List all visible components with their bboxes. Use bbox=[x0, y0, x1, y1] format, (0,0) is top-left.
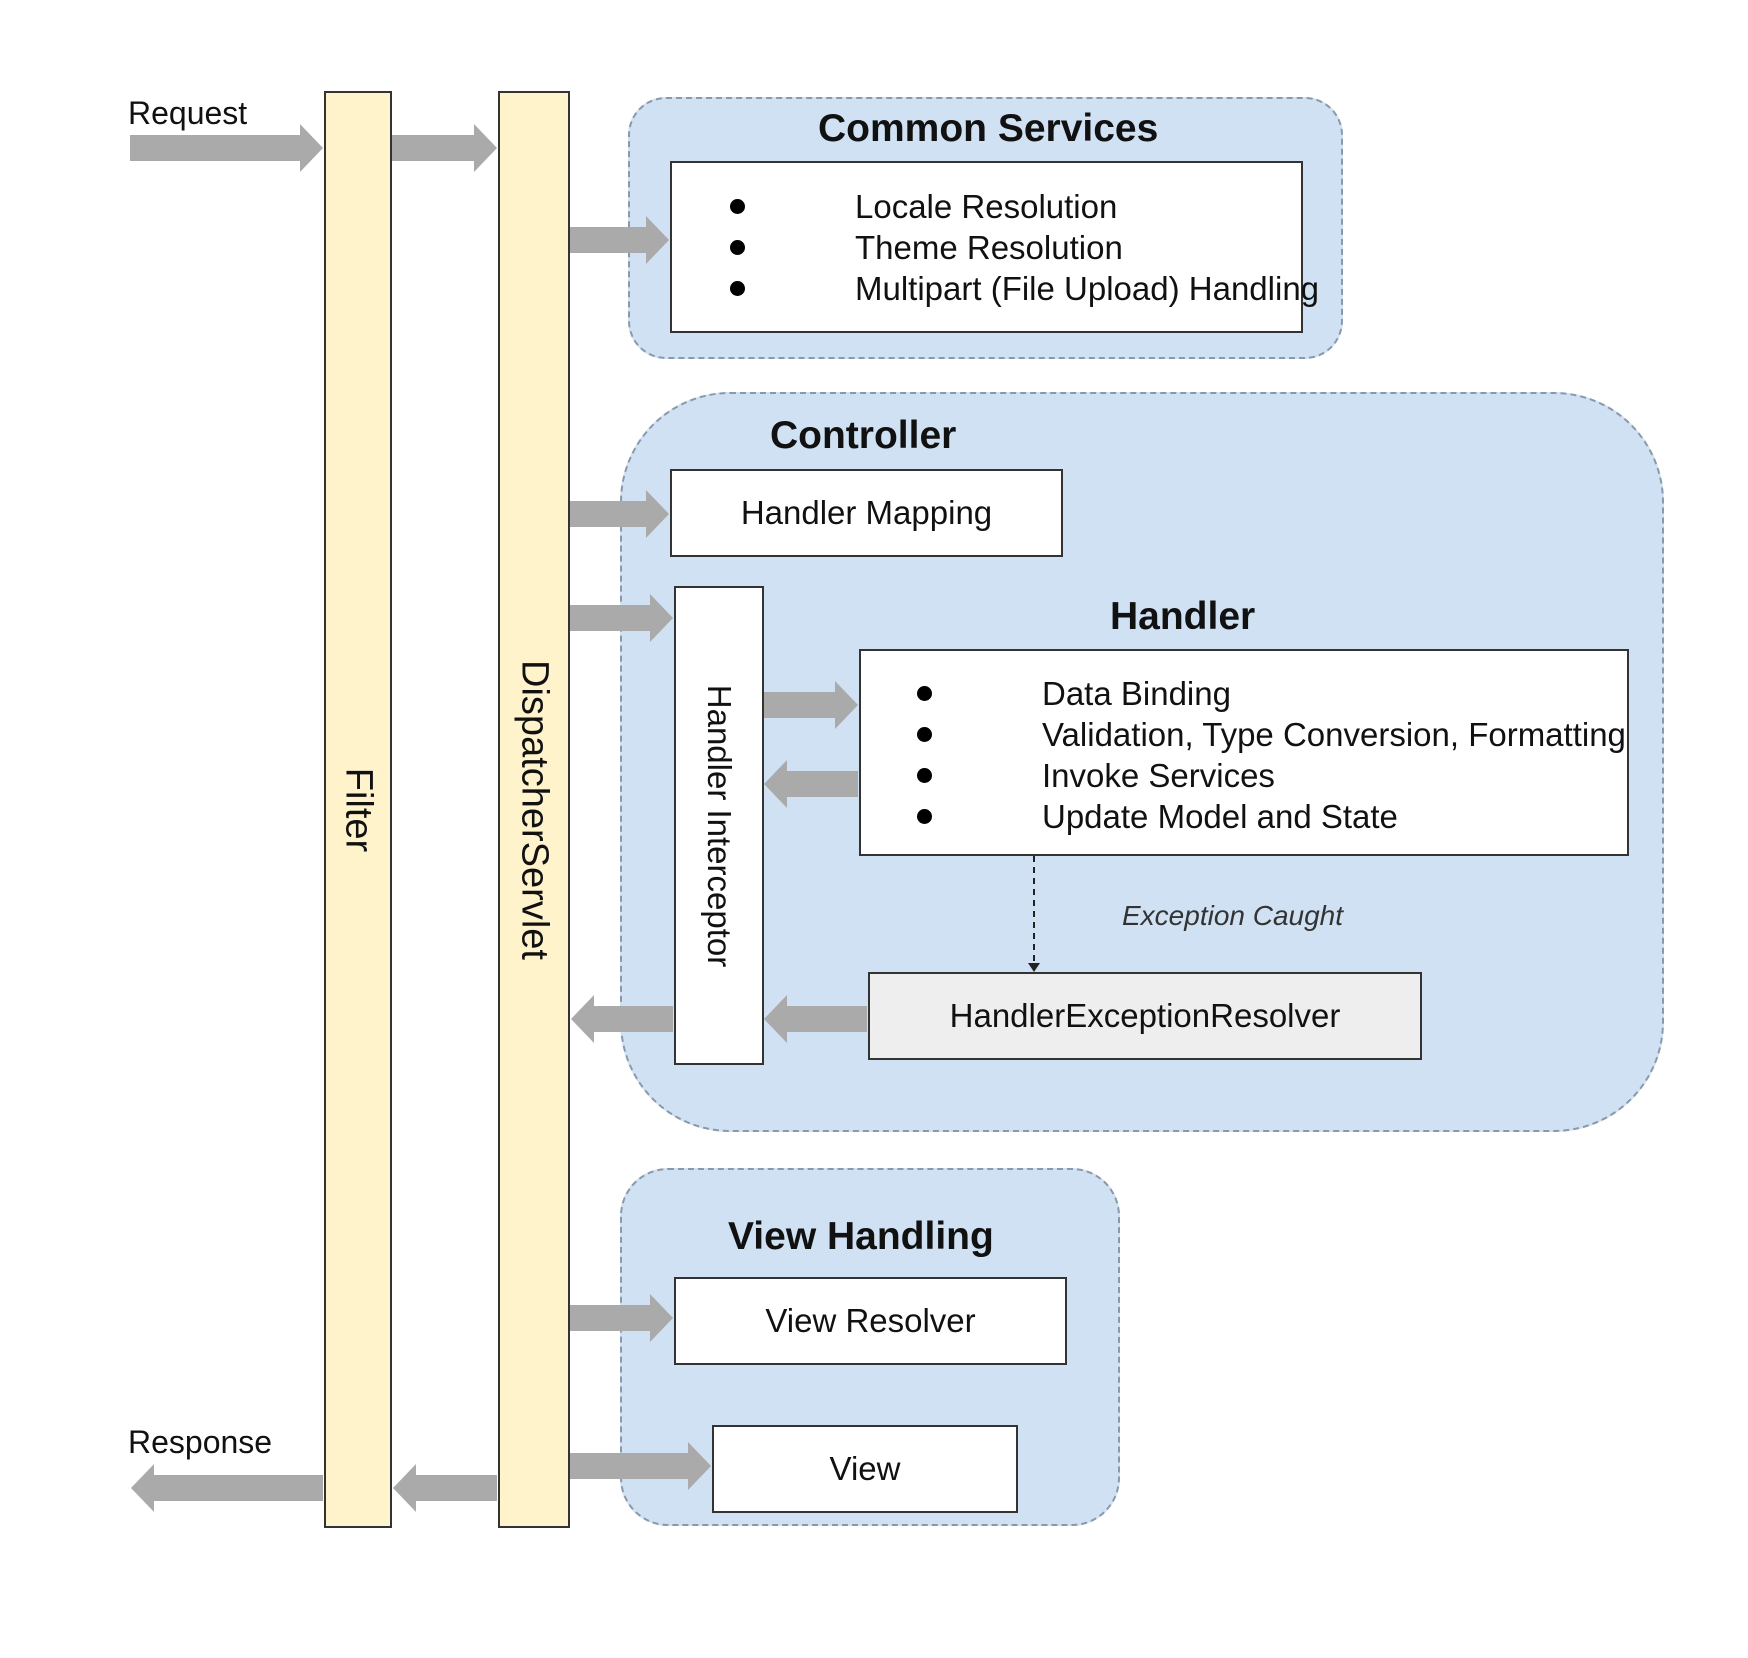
view-handling-title: View Handling bbox=[728, 1215, 994, 1258]
to-dispatcher-return-arrow bbox=[571, 995, 673, 1043]
handler-mapping-box: Handler Mapping bbox=[670, 469, 1063, 557]
common-services-title: Common Services bbox=[818, 107, 1159, 150]
view-box: View bbox=[712, 1425, 1018, 1513]
bullet bbox=[730, 281, 745, 296]
response-label: Response bbox=[128, 1424, 273, 1460]
from-exception-resolver-arrow bbox=[764, 995, 867, 1043]
request-arrow bbox=[130, 124, 323, 172]
exception-caught-label: Exception Caught bbox=[1122, 900, 1344, 931]
filter-bar: Filter bbox=[324, 91, 392, 1528]
from-handler-arrow bbox=[764, 760, 858, 808]
to-handler-arrow bbox=[764, 681, 858, 729]
bullet bbox=[730, 240, 745, 255]
handler-title: Handler bbox=[1110, 595, 1256, 638]
bullet bbox=[917, 768, 932, 783]
bullet bbox=[917, 727, 932, 742]
list-item: Theme Resolution bbox=[730, 227, 1319, 268]
handler-box: Data Binding Validation, Type Conversion… bbox=[859, 649, 1629, 856]
list-item: Validation, Type Conversion, Formatting bbox=[917, 714, 1626, 755]
to-handler-mapping-arrow bbox=[570, 490, 669, 538]
handler-exception-resolver-box: HandlerExceptionResolver bbox=[868, 972, 1422, 1060]
handler-exception-resolver-label: HandlerExceptionResolver bbox=[949, 997, 1341, 1034]
controller-title: Controller bbox=[770, 414, 957, 457]
list-item: Data Binding bbox=[917, 673, 1626, 714]
view-label: View bbox=[829, 1450, 901, 1487]
handler-interceptor-box: Handler Interceptor bbox=[674, 586, 764, 1065]
filter-to-dispatcher-arrow bbox=[392, 124, 497, 172]
to-view-resolver-arrow bbox=[570, 1294, 673, 1342]
handler-list: Data Binding Validation, Type Conversion… bbox=[917, 673, 1626, 837]
dispatcher-servlet-bar: DispatcherServlet bbox=[498, 91, 570, 1528]
list-item: Multipart (File Upload) Handling bbox=[730, 268, 1319, 309]
list-item: Invoke Services bbox=[917, 755, 1626, 796]
request-label: Request bbox=[128, 95, 248, 131]
exception-caught-arrowhead bbox=[1028, 963, 1040, 972]
list-item: Update Model and State bbox=[917, 796, 1626, 837]
to-view-arrow bbox=[570, 1442, 711, 1490]
common-services-box: Locale Resolution Theme Resolution Multi… bbox=[670, 161, 1319, 333]
handler-mapping-label: Handler Mapping bbox=[740, 494, 993, 531]
view-resolver-box: View Resolver bbox=[674, 1277, 1067, 1365]
dispatcher-to-filter-return-arrow bbox=[393, 1464, 497, 1512]
to-common-services-arrow bbox=[570, 216, 669, 264]
response-arrow bbox=[131, 1464, 323, 1512]
bullet bbox=[917, 809, 932, 824]
view-resolver-label: View Resolver bbox=[765, 1302, 976, 1339]
bullet bbox=[917, 686, 932, 701]
bullet bbox=[730, 199, 745, 214]
common-services-list: Locale Resolution Theme Resolution Multi… bbox=[730, 186, 1319, 309]
to-handler-interceptor-arrow bbox=[570, 594, 673, 642]
list-item: Locale Resolution bbox=[730, 186, 1319, 227]
